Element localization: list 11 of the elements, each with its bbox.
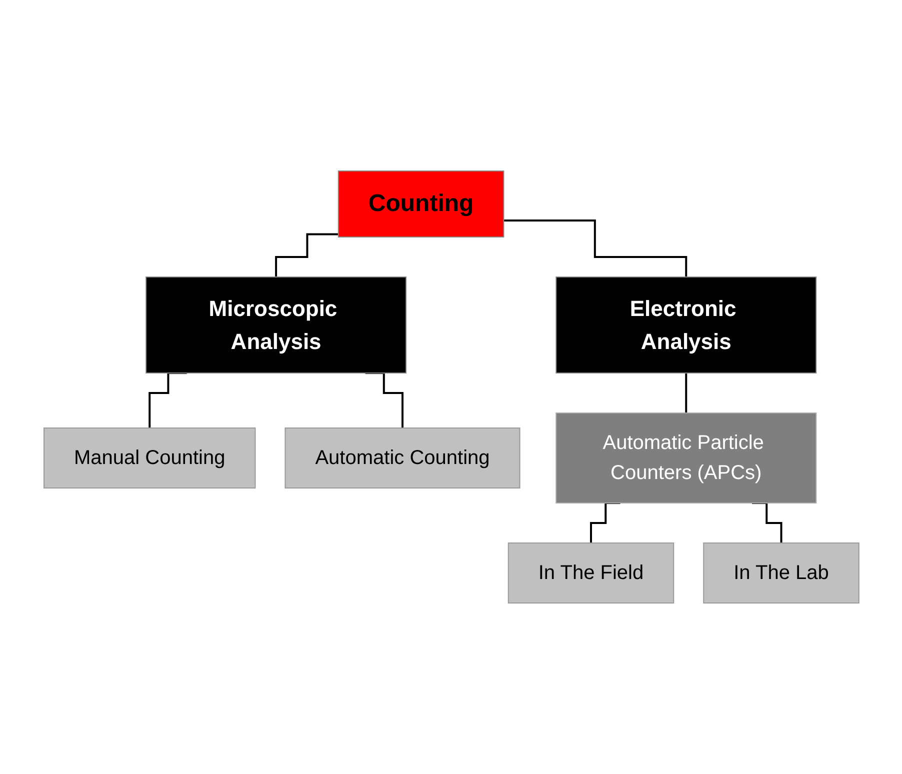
node-box: Automatic Counting [284, 428, 520, 488]
node-box: Electronic Analysis [555, 276, 816, 374]
node-box: Manual Counting [43, 428, 256, 488]
connector [503, 220, 687, 278]
node-box: In The Field [507, 542, 674, 604]
node-box: Microscopic Analysis [145, 276, 406, 374]
node-box: Counting [337, 170, 504, 238]
connector [684, 372, 687, 414]
connector [274, 233, 338, 278]
node-box: In The Lab [702, 542, 859, 604]
node-box: Automatic Particle Counters (APCs) [555, 412, 816, 504]
